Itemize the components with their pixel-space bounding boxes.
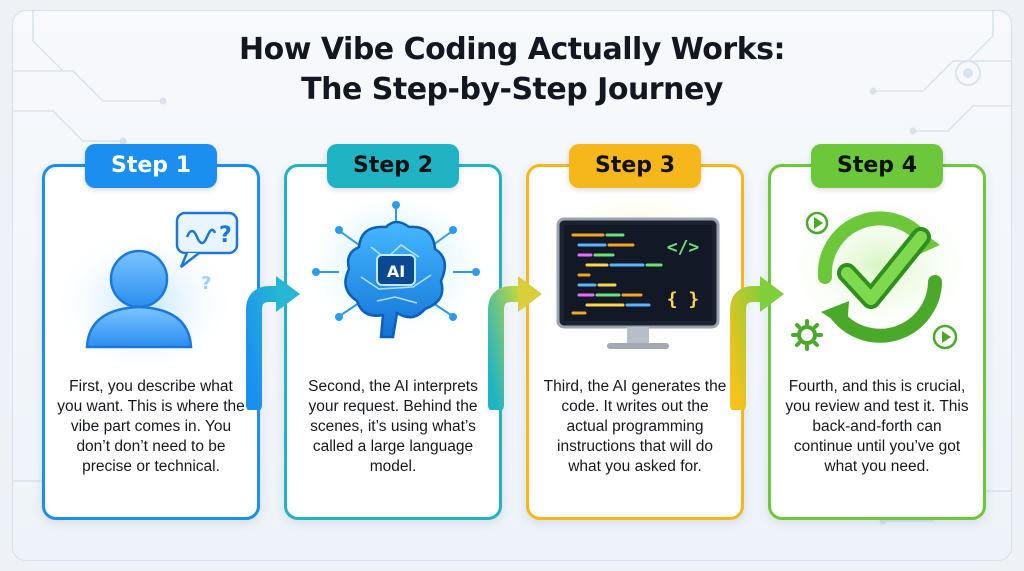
step-3-text: Third, the AI generates the code. It wri… xyxy=(543,378,727,475)
review-cycle-check-icon xyxy=(790,202,970,351)
step-2-text: Second, the AI interprets your request. … xyxy=(308,378,478,475)
step-4-card: Fourth, and this is crucial, you review … xyxy=(768,164,986,520)
svg-text:{ }: { } xyxy=(667,289,700,310)
title-line-2: The Step-by-Step Journey xyxy=(301,72,723,107)
step-4-text: Fourth, and this is crucial, you review … xyxy=(785,378,969,475)
step-3-card: </> { } Third, the AI generates the code… xyxy=(526,164,744,520)
arrow-1-to-2-icon xyxy=(246,276,300,410)
person-thinking-icon: ? ? xyxy=(59,211,239,367)
page-title: How Vibe Coding Actually Works: The Step… xyxy=(0,30,1024,110)
step-1-card: ? ? First, you describe what you want. T… xyxy=(42,164,260,520)
step-4-badge: Step 4 xyxy=(811,144,943,188)
svg-text:</>: </> xyxy=(667,237,700,258)
code-monitor-icon: </> { } xyxy=(546,197,730,349)
svg-text:?: ? xyxy=(219,223,232,248)
ai-brain-icon: AI xyxy=(306,200,486,344)
title-line-1: How Vibe Coding Actually Works: xyxy=(238,32,786,67)
arrow-2-to-3-icon xyxy=(488,276,542,410)
step-1-badge: Step 1 xyxy=(85,144,217,188)
step-3-badge: Step 3 xyxy=(569,144,701,188)
svg-text:?: ? xyxy=(201,273,211,294)
arrow-3-to-4-icon xyxy=(730,276,784,410)
step-2-badge: Step 2 xyxy=(327,144,459,188)
step-2-card: AI Second, the AI interprets your reques… xyxy=(284,164,502,520)
step-1-text: First, you describe what you want. This … xyxy=(57,378,245,475)
brain-ai-label: AI xyxy=(387,262,405,281)
